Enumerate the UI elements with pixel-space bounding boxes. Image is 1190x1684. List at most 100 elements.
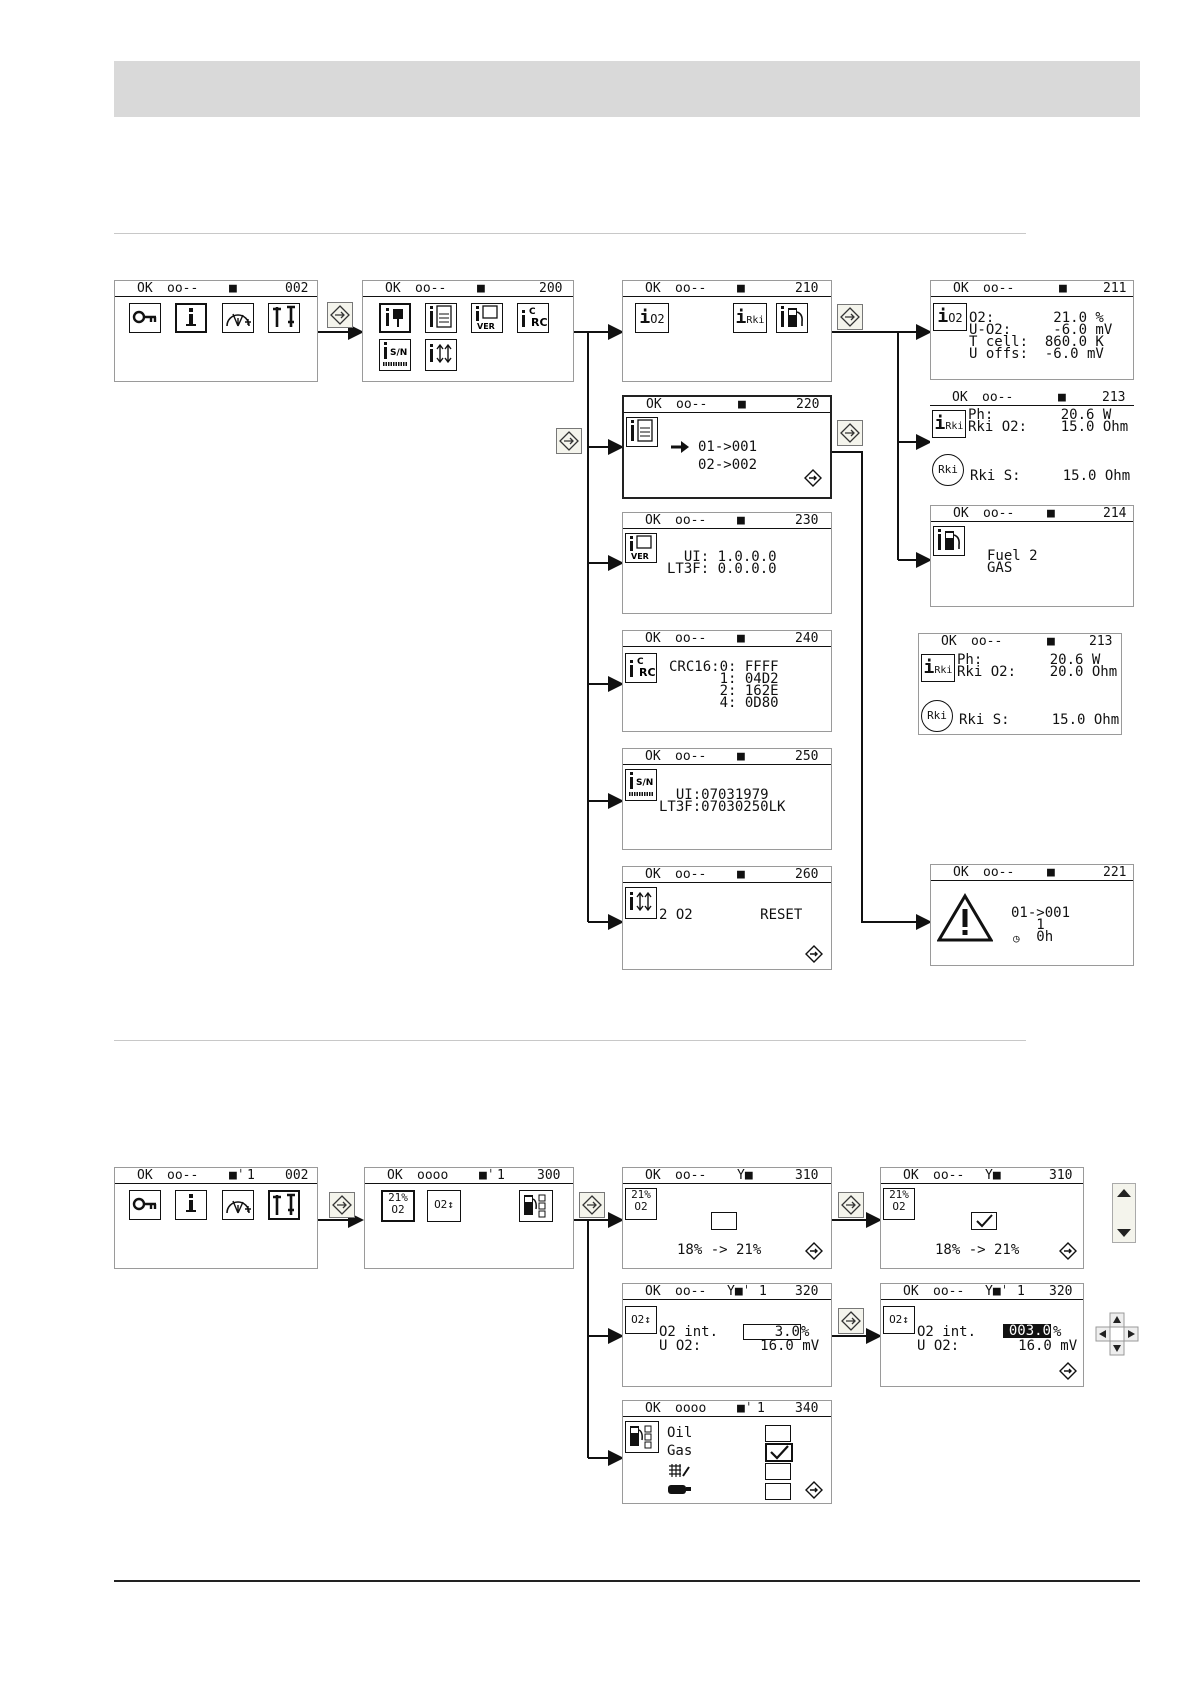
status-bar: OK oo-- Y■ˈ 1 320 — [881, 1284, 1083, 1300]
status-signal: oooo — [417, 1168, 449, 1183]
mapping-line-2: 02->002 — [698, 457, 758, 473]
status-bar: OK oo-- ■ 213 — [930, 390, 1134, 406]
status-signal: oo-- — [982, 390, 1014, 405]
o2-int-input-active[interactable]: 003.0 — [1003, 1324, 1051, 1338]
info-serial-icon: S/N — [625, 769, 657, 801]
status-ok: OK — [645, 281, 661, 296]
icon-label: 21% — [889, 1188, 909, 1201]
enter-button[interactable] — [838, 1308, 864, 1334]
screen-number: 240 — [795, 631, 819, 646]
info-sensor-icon[interactable] — [379, 303, 411, 333]
screen-213-alt: OK oo-- ■ 213 iRki Ph: 20.6 W Rki O2: 20… — [918, 633, 1122, 735]
lock-icon: ■ — [1047, 865, 1055, 880]
screen-221: OK oo-- ■ 221 01->001 1 ◷ 0h — [930, 864, 1134, 966]
fault-hours: 0h — [1011, 929, 1054, 945]
info-doc-icon[interactable] — [425, 303, 457, 333]
status-ok: OK — [387, 1168, 403, 1183]
enter-button[interactable] — [837, 420, 863, 446]
fuel-select-icon[interactable] — [519, 1190, 553, 1222]
info-o2-icon[interactable]: iO2 — [635, 303, 669, 333]
screen-number: 220 — [796, 397, 820, 412]
status-ok: OK — [385, 281, 401, 296]
page-header-band — [114, 61, 1140, 117]
warning-icon — [936, 893, 994, 943]
o2-adjust-icon[interactable]: O2↕ — [427, 1190, 461, 1222]
o2-int-input[interactable]: 3.0 — [743, 1324, 801, 1340]
enter-diamond-icon[interactable] — [805, 945, 823, 963]
o2-calibration-icon: 21%O2 — [883, 1188, 915, 1220]
o2-adjust-icon: O2↕ — [883, 1306, 915, 1334]
gauge-icon[interactable] — [222, 1190, 254, 1220]
enter-diamond-icon[interactable] — [1059, 1242, 1077, 1260]
calibration-range: 18% -> 21% — [935, 1242, 1020, 1258]
lock-icon: ■ — [737, 281, 745, 296]
screen-number: 310 — [795, 1168, 819, 1183]
mapping-line-1: 01->001 — [698, 439, 758, 455]
tools-icon[interactable] — [268, 303, 300, 333]
oil-checkbox[interactable] — [765, 1425, 791, 1442]
lock-icon: ■ — [229, 281, 237, 296]
status-bar: OK oo-- ■ 250 — [623, 749, 831, 765]
status-bar: OK oo-- ■ 211 — [931, 281, 1133, 297]
o2-int-unit: % — [1053, 1324, 1062, 1340]
key-icon[interactable] — [129, 1190, 161, 1220]
info-reset-icon[interactable] — [425, 339, 457, 371]
gas-checkbox-checked[interactable] — [765, 1443, 793, 1462]
info-serial-icon[interactable]: S/N — [379, 339, 411, 371]
info-reset-icon — [625, 887, 657, 919]
screen-number: 221 — [1103, 865, 1127, 880]
lock-icon: ■ — [737, 749, 745, 764]
enter-button[interactable] — [838, 1192, 864, 1218]
svg-text:C: C — [637, 657, 644, 667]
screen-320-editing: OK oo-- Y■ˈ 1 320 O2↕ O2 int. 003.0 % U … — [880, 1283, 1084, 1387]
enter-button[interactable] — [579, 1192, 605, 1218]
sensor-unlock-icon: Y■ˈ — [727, 1284, 751, 1299]
rki-s-reading: Rki S: 15.0 Ohm — [959, 712, 1120, 728]
icon-label: Rki — [945, 421, 964, 432]
enter-diamond-icon[interactable] — [805, 1242, 823, 1260]
o2-calibration-icon[interactable]: 21%O2 — [381, 1190, 415, 1222]
status-signal: oo-- — [983, 865, 1015, 880]
enter-diamond-icon[interactable] — [804, 469, 822, 487]
screen-number: 002 — [285, 1168, 309, 1183]
enter-button[interactable] — [556, 428, 582, 454]
key-icon[interactable] — [129, 303, 161, 333]
calibration-checkbox[interactable] — [711, 1212, 737, 1230]
cylinder-fuel-checkbox[interactable] — [765, 1483, 791, 1500]
info-icon[interactable] — [175, 1190, 207, 1220]
info-icon[interactable] — [175, 303, 207, 333]
enter-diamond-icon[interactable] — [1059, 1362, 1077, 1380]
calibration-checkbox-checked[interactable] — [971, 1212, 997, 1230]
screen-number: 210 — [795, 281, 819, 296]
u-o2-reading: U O2: 16.0 mV — [659, 1338, 820, 1354]
icon-label: O2 — [391, 1203, 405, 1216]
info-fuel-icon — [933, 526, 965, 556]
solid-fuel-checkbox[interactable] — [765, 1463, 791, 1480]
enter-diamond-icon[interactable] — [805, 1481, 823, 1499]
info-version-icon[interactable]: VER — [471, 303, 503, 333]
status-ok: OK — [952, 390, 968, 405]
info-rki-icon[interactable]: iRki — [733, 303, 767, 333]
status-ok: OK — [137, 281, 153, 296]
ph-reading: Ph: 20.6 W — [968, 407, 1112, 423]
tools-icon[interactable] — [268, 1190, 300, 1220]
info-fuel-icon[interactable] — [776, 303, 808, 333]
lock-icon: ■ — [737, 867, 745, 882]
info-o2-icon: iO2 — [933, 303, 967, 331]
up-down-keys[interactable] — [1112, 1183, 1136, 1243]
status-ok: OK — [646, 397, 662, 412]
screen-number: 002 — [285, 281, 309, 296]
fuel-option-solid-icon — [667, 1463, 691, 1479]
enter-button[interactable] — [837, 304, 863, 330]
screen-number: 214 — [1103, 506, 1127, 521]
o2-adjust-icon: O2↕ — [625, 1306, 657, 1334]
enter-button[interactable] — [327, 302, 353, 328]
status-signal: oo-- — [983, 281, 1015, 296]
access-level: 1 — [757, 1401, 765, 1416]
arrow-pad[interactable] — [1095, 1312, 1139, 1356]
gauge-icon[interactable] — [222, 303, 254, 333]
screen-number: 320 — [795, 1284, 819, 1299]
status-bar: OK oo-- ■ 213 — [919, 634, 1121, 649]
enter-button[interactable] — [329, 1192, 355, 1218]
